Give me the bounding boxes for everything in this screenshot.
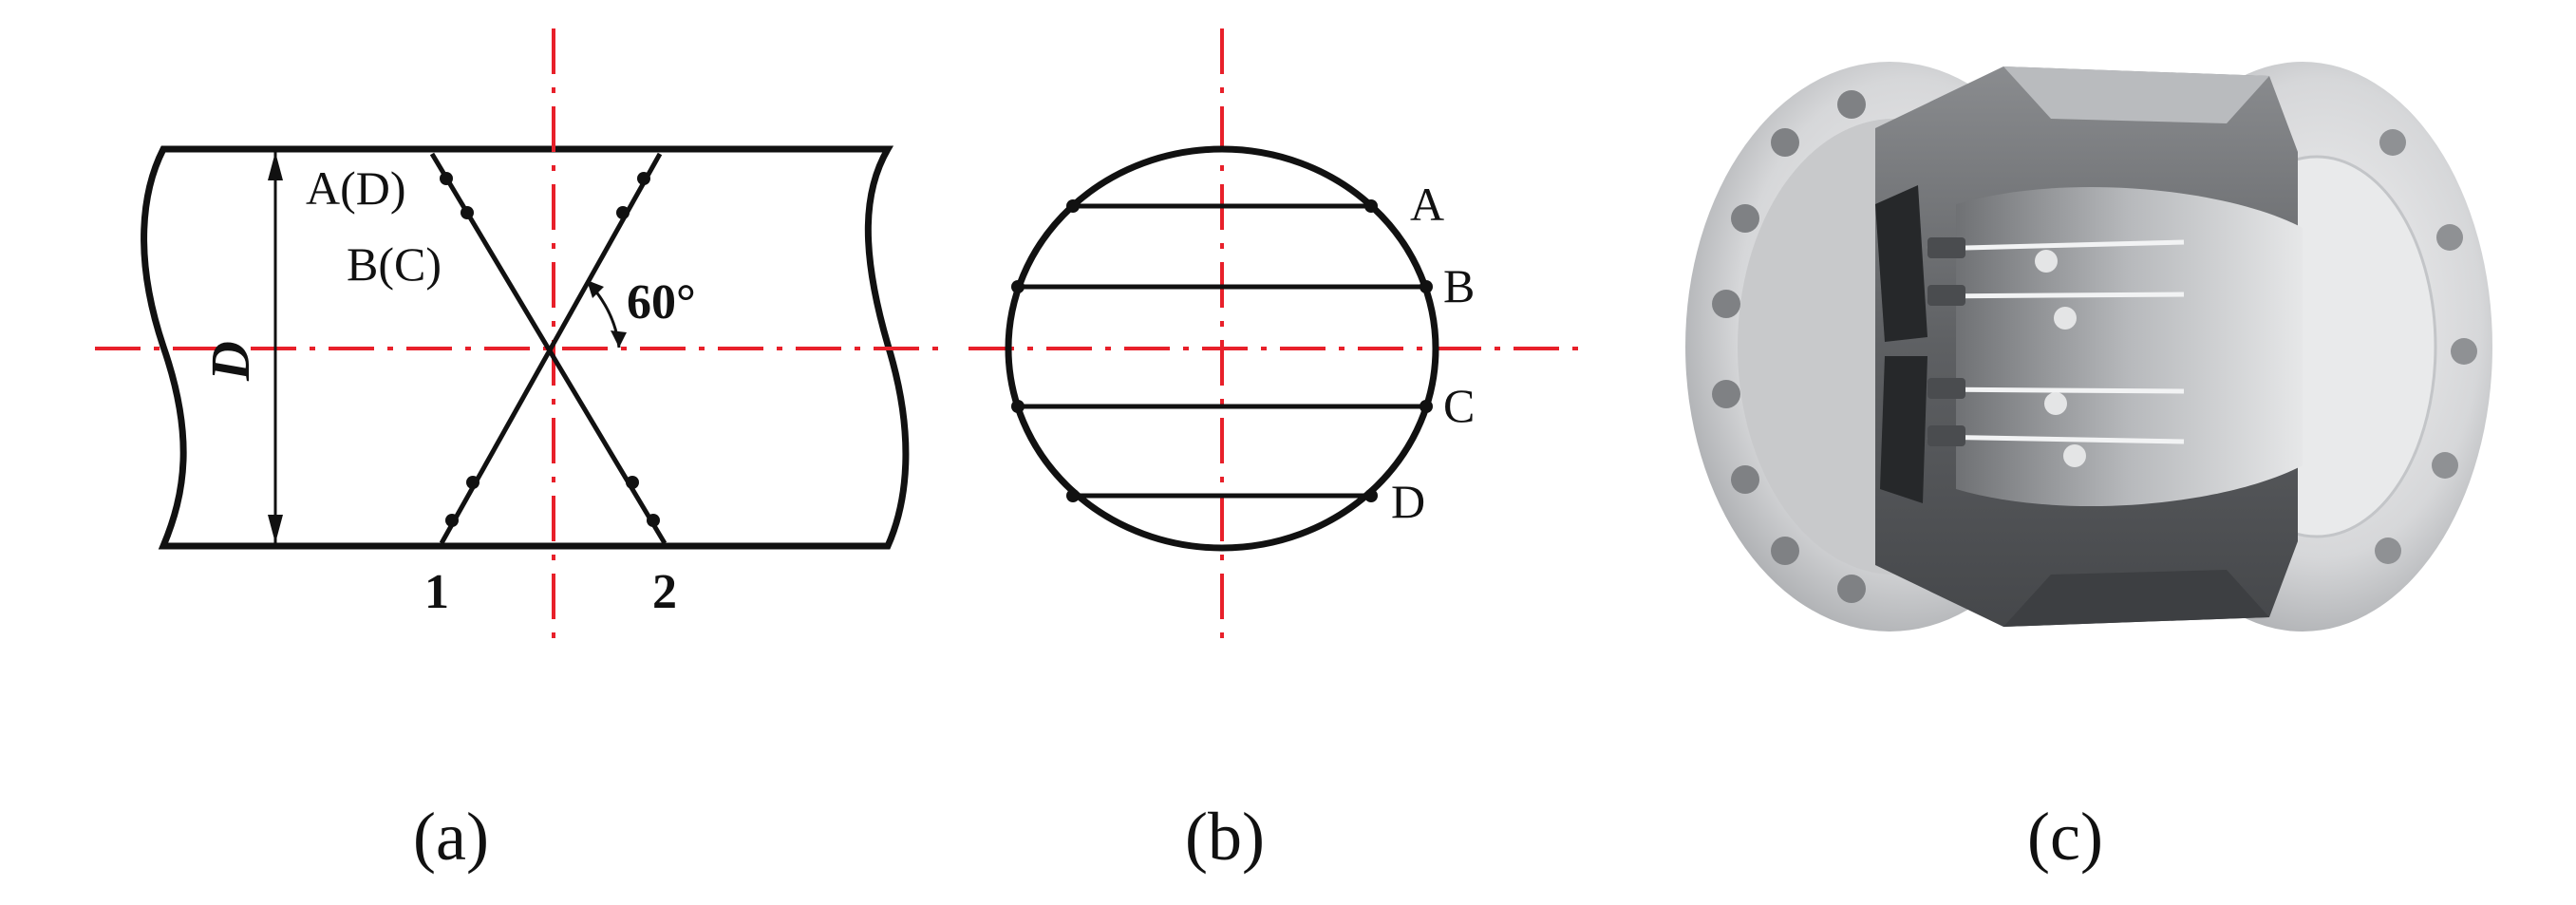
transducer-dot [647, 514, 660, 527]
meter-body-bottom-face [2003, 570, 2269, 627]
transducer-dot [445, 514, 459, 527]
chord-endpoint [1364, 199, 1378, 213]
transducer-housing-upper [1875, 185, 1927, 342]
diameter-arrow-bottom [268, 515, 283, 543]
meter-body-top-face [2003, 66, 2269, 123]
angle-arrow-bottom [611, 330, 627, 348]
transducer-dot [626, 476, 639, 489]
transducer-dot [461, 206, 474, 219]
chord-endpoint [1364, 489, 1378, 502]
chord-endpoint [1066, 489, 1080, 502]
panel-b: A B C D (b) [968, 28, 1581, 875]
transducer-housing-lower [1880, 356, 1927, 503]
chord-endpoint [1011, 280, 1025, 293]
chord-label-c: C [1443, 379, 1475, 432]
diameter-arrow-top [268, 152, 283, 180]
chord-endpoint [1066, 199, 1080, 213]
transducer-dot [466, 476, 479, 489]
transducer-dot [637, 172, 650, 185]
panel-b-caption: (b) [1185, 799, 1265, 875]
pipe-cross-section [1005, 145, 1439, 552]
angle-arrow-top [587, 280, 604, 298]
transducer-rods [1927, 239, 2185, 444]
transducer-dot [616, 206, 630, 219]
diameter-label: D [199, 341, 261, 382]
transducer-dot [440, 172, 453, 185]
chord-endpoint [1420, 280, 1433, 293]
panel-c-caption: (c) [2027, 799, 2103, 875]
chord-label-d: D [1391, 475, 1425, 528]
panel-a: D A(D) B(C) 60° 1 2 (a) [95, 28, 950, 875]
transducer-2-label: 2 [652, 565, 677, 619]
chord-endpoint [1011, 400, 1025, 413]
angle-label: 60° [627, 275, 696, 330]
path-label-lower: B(C) [347, 237, 442, 291]
chord-label-a: A [1410, 178, 1444, 231]
chord-endpoint [1420, 400, 1433, 413]
pipe-outline [141, 145, 910, 550]
transducer-heads [1927, 237, 1965, 446]
path-label-upper: A(D) [306, 161, 406, 215]
sensor-beads [2035, 250, 2086, 467]
panel-a-caption: (a) [413, 799, 489, 875]
meter-bore [1956, 186, 2303, 507]
transducer-1-label: 1 [424, 565, 449, 619]
panel-c: (c) [1685, 62, 2492, 875]
chord-label-b: B [1443, 259, 1475, 312]
